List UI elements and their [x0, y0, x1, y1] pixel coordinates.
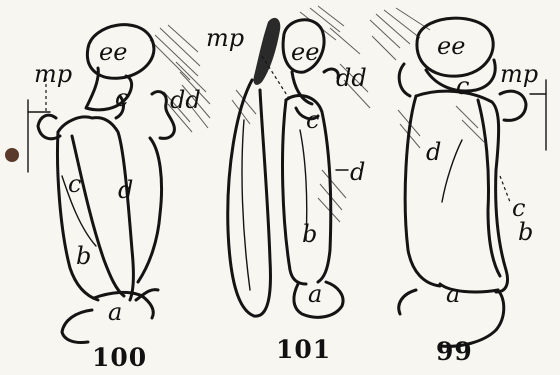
label-b: b [76, 244, 91, 268]
figure-100-body-outline [58, 117, 133, 300]
label-b: b [302, 222, 317, 246]
figure-101-mp-spine [253, 18, 280, 85]
figure-number-101: 101 [276, 337, 331, 362]
label-mp: mp [500, 62, 538, 86]
label-a: a [446, 282, 460, 306]
label-a: a [308, 282, 322, 306]
label-ee: ee [99, 40, 127, 64]
figure-100-hatching [150, 25, 210, 132]
label-dd: dd [170, 88, 201, 112]
label-dd: dd [336, 66, 367, 90]
figure-number-99: 99 [436, 339, 473, 364]
label-d: d [118, 178, 133, 202]
label-ee: ee [291, 40, 319, 64]
figure-99-body-outline [405, 96, 440, 286]
label-c: c [115, 86, 128, 110]
label-ee: ee [437, 34, 465, 58]
figure-number-100: 100 [92, 345, 147, 370]
label-c: c [68, 172, 81, 196]
label-c: c [306, 108, 319, 132]
label-d: d [426, 140, 441, 164]
figure-99-mp-process [500, 91, 526, 120]
label-mp: mp [34, 62, 72, 86]
label-c: c [456, 74, 469, 98]
label-c: c [512, 196, 525, 220]
label-b: b [518, 220, 533, 244]
label-d: d [350, 160, 365, 184]
ink-blot [5, 148, 19, 162]
label-a: a [108, 300, 122, 324]
label-mp: mp [206, 26, 244, 50]
